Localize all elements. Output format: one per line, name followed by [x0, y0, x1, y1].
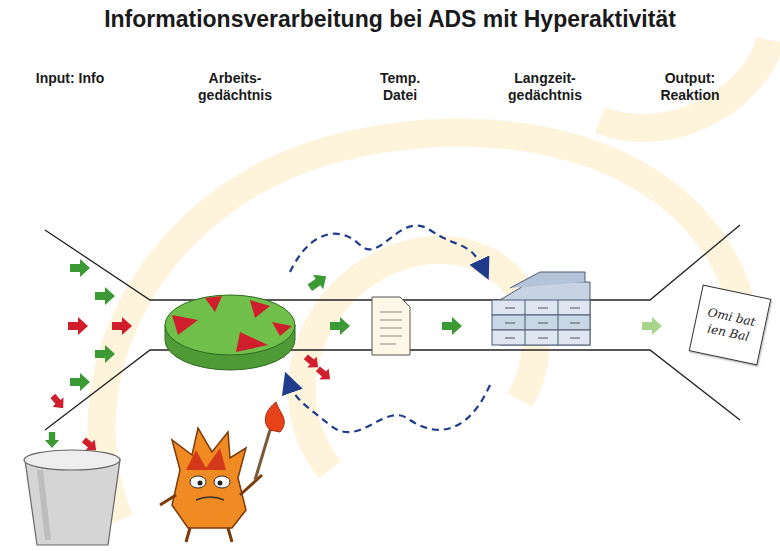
waste-bin: [24, 450, 120, 545]
column-header: Temp. Datei: [365, 70, 435, 104]
fire-creature: [160, 402, 284, 542]
temp-file: [372, 297, 410, 355]
handwritten-text: Omi bat ien Bal: [698, 303, 761, 346]
funnel-channel: [45, 225, 740, 430]
column-header: Langzeit- gedächtnis: [495, 70, 595, 104]
column-header: Input: Info: [35, 70, 105, 87]
long-term-cabinet: [492, 272, 590, 345]
reaction-note: Omi bat ien Bal: [689, 284, 772, 365]
feedback-loops: [288, 226, 490, 433]
flow-arrows: [301, 269, 662, 385]
input-arrows: [45, 259, 132, 456]
diagram-title: Informationsverarbeitung bei ADS mit Hyp…: [104, 6, 676, 33]
column-header: Output: Reaktion: [650, 70, 730, 104]
working-memory-disc: [165, 295, 295, 370]
column-header: Arbeits- gedächtnis: [190, 70, 280, 104]
